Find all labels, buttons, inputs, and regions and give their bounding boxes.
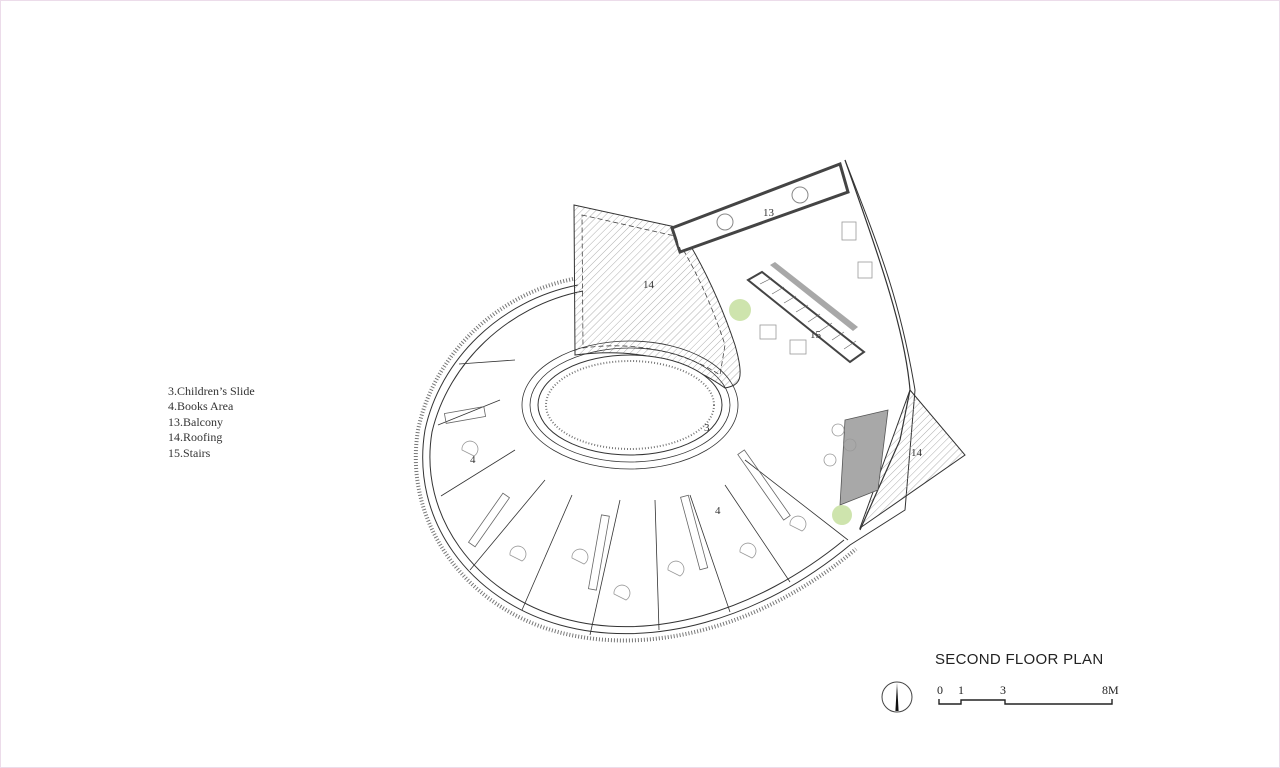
label-roofing-main: 14 bbox=[643, 279, 655, 291]
label-books-left: 4 bbox=[470, 454, 476, 466]
balcony bbox=[670, 162, 850, 254]
label-stairs: 15 bbox=[810, 329, 822, 341]
scale-tick-1: 1 bbox=[958, 683, 964, 697]
legend-item-balcony: 13.Balcony bbox=[168, 414, 223, 429]
scale-tick-8: 8M bbox=[1102, 683, 1119, 697]
legend-item-books: 4.Books Area bbox=[168, 399, 234, 414]
legend-item-stairs: 15.Stairs bbox=[168, 445, 211, 460]
legend: 3.Children’s Slide 4.Books Area 13.Balco… bbox=[168, 384, 255, 461]
planting bbox=[729, 299, 751, 321]
central-void bbox=[521, 340, 739, 470]
outer-wall bbox=[413, 159, 916, 643]
bookshelves bbox=[443, 406, 791, 591]
north-arrow-icon bbox=[881, 681, 913, 713]
label-balcony: 13 bbox=[763, 207, 775, 219]
scale-bar: 0 1 3 8M bbox=[936, 683, 1119, 713]
gray-bench bbox=[839, 409, 889, 506]
scale-tick-3: 3 bbox=[1000, 683, 1006, 697]
stairs bbox=[746, 262, 889, 506]
scale-tick-0: 0 bbox=[937, 683, 943, 697]
legend-item-roofing: 14.Roofing bbox=[168, 430, 223, 445]
furniture bbox=[461, 221, 873, 601]
label-roofing-side: 14 bbox=[911, 447, 923, 459]
planting bbox=[832, 505, 852, 525]
roofing-side bbox=[858, 389, 966, 530]
legend-item-slide: 3.Children’s Slide bbox=[168, 384, 255, 398]
book-area-partitions bbox=[437, 359, 849, 636]
label-books-right: 4 bbox=[715, 505, 721, 517]
label-slide: 3 bbox=[704, 422, 710, 434]
drawing-title: SECOND FLOOR PLAN bbox=[935, 651, 1104, 668]
